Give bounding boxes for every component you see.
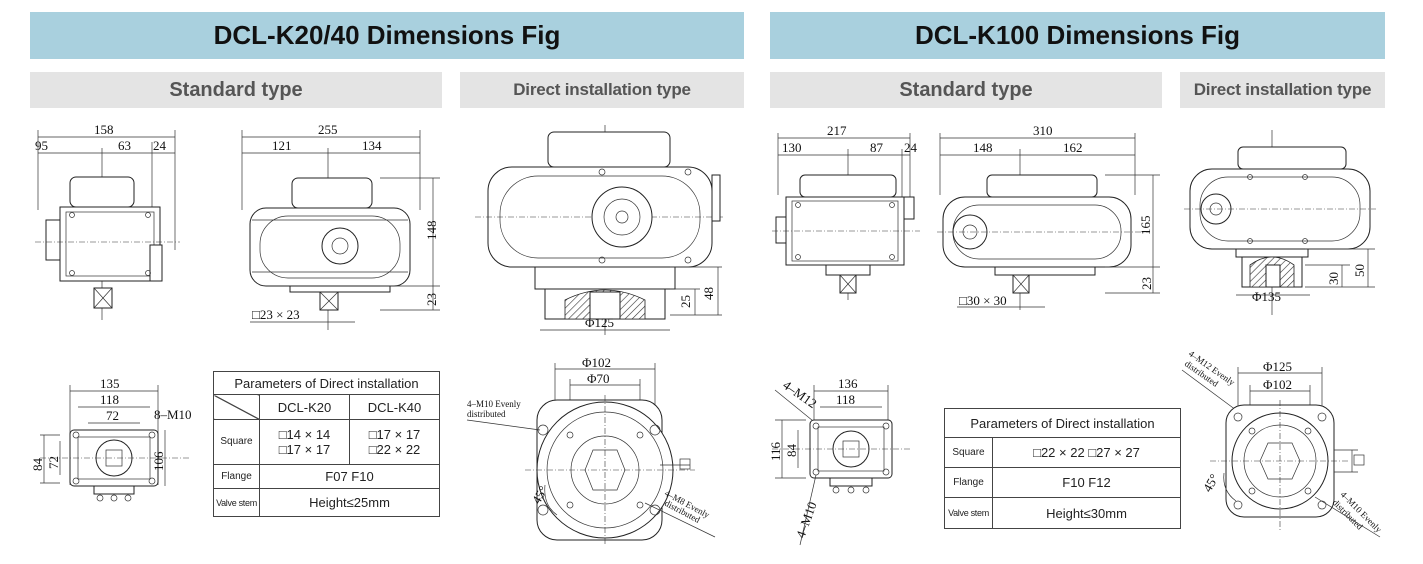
dim-95: 95 (35, 138, 48, 153)
sq-k20-b: □17 × 17 (278, 441, 331, 457)
dim-162: 162 (1063, 140, 1083, 155)
subheader-k100-standard: Standard type (770, 72, 1162, 108)
dim-24: 24 (153, 138, 167, 153)
stem-value: Height≤25mm (259, 488, 440, 517)
dim-106: 106 (151, 451, 166, 471)
dim-phi70: Φ70 (587, 371, 610, 386)
dim-135: 135 (100, 376, 120, 391)
row-square: Square (213, 418, 260, 465)
subheader-k20-standard: Standard type (30, 72, 442, 108)
k100-params-table: Parameters of Direct installation Square… (944, 408, 1181, 529)
sq-k20-a: □14 × 14 (278, 426, 331, 442)
row-flange-r: Flange (944, 467, 993, 498)
dim-phi102: Φ102 (582, 355, 611, 370)
dim-72w: 72 (106, 408, 119, 423)
dim-255: 255 (318, 122, 338, 137)
dim-phi102r: Φ102 (1263, 377, 1292, 392)
subheader-k100-direct: Direct installation type (1180, 72, 1385, 108)
k20-direct-view: 25 48 Φ125 (475, 125, 725, 335)
dim-23: 23 (424, 293, 439, 306)
row-flange: Flange (213, 463, 260, 490)
k100-front-view: 217 130 87 24 (772, 123, 920, 300)
k100-direct-view: 30 50 Φ135 (1184, 130, 1376, 315)
sq-k40-a: □17 × 17 (368, 426, 421, 442)
dim-phi135: Φ135 (1252, 289, 1281, 304)
label-4-m10r: 4–M10 (793, 500, 820, 540)
title-k100: DCL-K100 Dimensions Fig (770, 12, 1385, 59)
dim-158: 158 (94, 122, 114, 137)
note-4-m10-1: 4–M10 Evenly (467, 399, 521, 409)
k100-flange-view: 136 118 4–M12 116 84 4–M10 (768, 376, 910, 546)
dim-30: 30 (1326, 272, 1341, 285)
dim-310: 310 (1033, 123, 1053, 138)
dim-87: 87 (870, 140, 884, 155)
angle-45r: 45° (1200, 471, 1222, 494)
square-value-r: □22 × 22 □27 × 27 (992, 437, 1181, 468)
k20-front-view: 158 95 63 24 (35, 122, 180, 320)
dim-118r: 118 (836, 392, 855, 407)
col-k40: DCL-K40 (349, 394, 440, 420)
dim-217: 217 (827, 123, 847, 138)
dim-square-23: □23 × 23 (252, 307, 300, 322)
k100-direct-flange-view: 4–M12 Evenly distributed Φ125 Φ102 45° 4… (1181, 348, 1384, 538)
flange-value-r: F10 F12 (992, 467, 1181, 498)
flange-value: F07 F10 (259, 463, 440, 490)
k100-side-view: 310 148 162 165 23 □30 × 30 (937, 123, 1160, 310)
dim-148: 148 (424, 221, 439, 241)
table-title: Parameters of Direct installation (213, 370, 440, 396)
dim-24r: 24 (904, 140, 918, 155)
k20-flange-view: 135 118 72 8–M10 84 72 106 (30, 376, 192, 502)
dim-square-30: □30 × 30 (959, 293, 1007, 308)
dim-50: 50 (1352, 264, 1367, 277)
row-stem: Valve stem (213, 488, 260, 517)
dim-121: 121 (272, 138, 292, 153)
stem-value-r: Height≤30mm (992, 497, 1181, 529)
table-title-r: Parameters of Direct installation (944, 408, 1181, 438)
dim-84: 84 (30, 458, 45, 472)
dim-165: 165 (1138, 216, 1153, 236)
k20-params-table: Parameters of Direct installation DCL-K2… (213, 370, 440, 517)
title-k20-40: DCL-K20/40 Dimensions Fig (30, 12, 744, 59)
dim-48: 48 (701, 287, 716, 300)
dim-phi125: Φ125 (585, 315, 614, 330)
dim-130: 130 (782, 140, 802, 155)
dim-118: 118 (100, 392, 119, 407)
label-4-m12: 4–M12 (780, 377, 819, 411)
dim-72h: 72 (46, 456, 61, 469)
row-stem-r: Valve stem (944, 497, 993, 529)
note-4-m10-2: distributed (467, 409, 506, 419)
dim-25: 25 (678, 295, 693, 308)
dim-148r: 148 (973, 140, 993, 155)
table-corner (213, 394, 260, 420)
k20-direct-flange-view: Φ102 Φ70 4–M10 Evenly distributed 4–M8 E… (466, 355, 716, 545)
k20-side-view: 255 121 134 148 23 □23 × 23 (241, 122, 440, 330)
subheader-k20-direct: Direct installation type (460, 72, 744, 108)
dim-134: 134 (362, 138, 382, 153)
dim-116: 116 (768, 441, 783, 461)
row-square-r: Square (944, 437, 993, 468)
label-8-m10: 8–M10 (154, 407, 192, 422)
dim-phi125r: Φ125 (1263, 359, 1292, 374)
dim-23r: 23 (1139, 277, 1154, 290)
col-k20: DCL-K20 (259, 394, 350, 420)
dim-63: 63 (118, 138, 131, 153)
sq-k40-b: □22 × 22 (368, 441, 421, 457)
dim-136: 136 (838, 376, 858, 391)
dim-84r: 84 (784, 444, 799, 458)
